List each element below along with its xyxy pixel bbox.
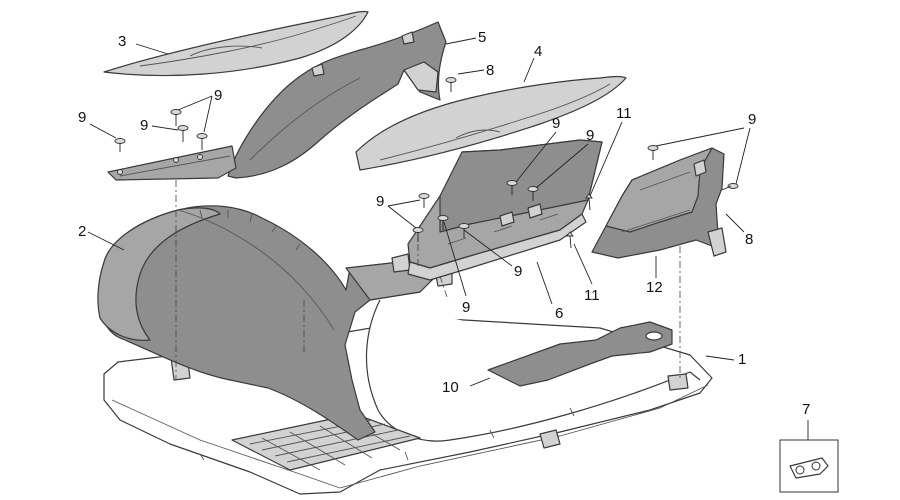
left-mounting-plate bbox=[107, 145, 237, 181]
part-12-right-side-bracket bbox=[591, 147, 727, 259]
callout-4: 4 bbox=[534, 43, 542, 60]
part-3-upper-left-trim bbox=[103, 10, 369, 77]
screw-icon bbox=[412, 227, 424, 242]
screw-icon bbox=[196, 133, 208, 150]
callout-9-left: 9 bbox=[78, 109, 86, 126]
callout-11-lower: 11 bbox=[584, 287, 600, 304]
callout-12: 12 bbox=[646, 279, 663, 296]
callout-2: 2 bbox=[78, 223, 86, 240]
screw-icon bbox=[170, 109, 182, 126]
screw-icon bbox=[458, 223, 470, 238]
alignment-lines bbox=[175, 180, 681, 380]
part-4-upper-right-trim bbox=[355, 75, 627, 171]
callout-7: 7 bbox=[802, 401, 810, 418]
screw-icon bbox=[721, 183, 739, 191]
callout-leaders bbox=[87, 37, 809, 440]
screw-icon bbox=[506, 180, 518, 195]
callout-9-left-top: 9 bbox=[214, 87, 222, 104]
callout-9-center-top: 9 bbox=[552, 115, 560, 132]
part-6-center-shelf bbox=[407, 139, 603, 281]
callout-1: 1 bbox=[738, 351, 746, 368]
part-7-clip-inset bbox=[779, 439, 839, 493]
callout-5: 5 bbox=[478, 29, 486, 46]
callout-9-center-top-right: 9 bbox=[586, 127, 594, 144]
part-5-left-side-cover bbox=[227, 21, 447, 179]
screw-icon bbox=[418, 193, 430, 208]
callout-9-center-mid: 9 bbox=[514, 263, 522, 280]
part-10-floor-mat bbox=[487, 321, 673, 387]
screw-icon bbox=[585, 193, 593, 211]
screw-icon bbox=[177, 125, 189, 142]
callout-8-right: 8 bbox=[745, 231, 753, 248]
callout-9-left-mid: 9 bbox=[140, 117, 148, 134]
callout-10: 10 bbox=[442, 379, 459, 396]
callout-labels: 1 2 3 4 5 6 7 8 8 9 9 9 9 9 9 9 9 9 10 1… bbox=[78, 29, 810, 418]
callout-9-center-left: 9 bbox=[376, 193, 384, 210]
callout-6: 6 bbox=[555, 305, 563, 322]
screw-icon bbox=[647, 145, 659, 160]
screw-icon bbox=[527, 186, 539, 201]
screw-icon bbox=[114, 138, 126, 152]
callout-9-right: 9 bbox=[748, 111, 756, 128]
callout-8-upper: 8 bbox=[486, 62, 494, 79]
screw-icon bbox=[566, 231, 574, 249]
screw-icon bbox=[445, 77, 457, 92]
screw-icon bbox=[437, 215, 449, 230]
fastener-screws bbox=[114, 77, 739, 249]
callout-9-center-bottom: 9 bbox=[462, 299, 470, 316]
callout-3: 3 bbox=[118, 33, 126, 50]
callout-11-upper: 11 bbox=[616, 105, 632, 122]
